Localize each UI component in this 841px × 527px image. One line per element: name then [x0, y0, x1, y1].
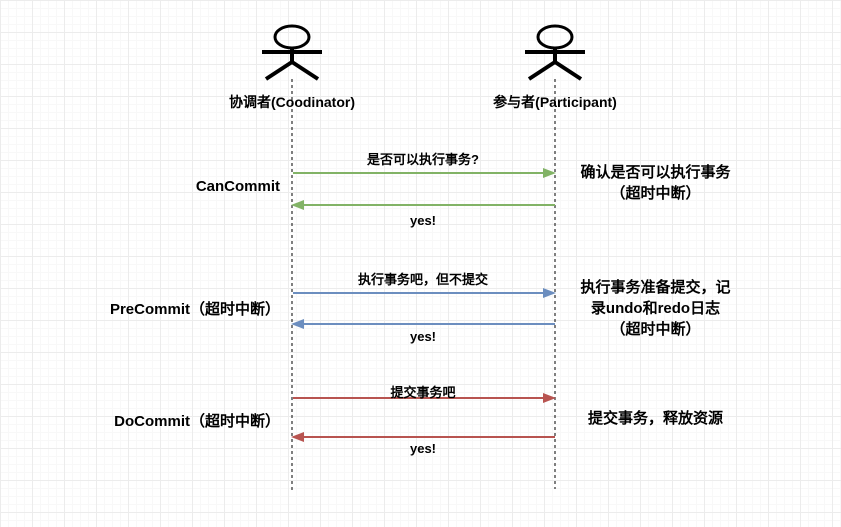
actor-coordinator-label: 协调者(Coodinator) — [229, 94, 355, 110]
docommit-request-arrow — [293, 393, 556, 403]
actor-participant-label: 参与者(Participant) — [493, 94, 617, 110]
phase-label-precommit: PreCommit（超时中断） — [109, 301, 280, 318]
actor-participant-icon — [525, 24, 585, 81]
docommit-request-label: 提交事务吧 — [390, 385, 456, 400]
cancommit-request-arrow — [293, 168, 556, 178]
cancommit-participant-note: 确认是否可以执行事务 （超时中断） — [580, 164, 731, 202]
precommit-request-arrow — [293, 288, 556, 298]
docommit-response-arrow — [291, 432, 555, 442]
cancommit-response-label: yes! — [409, 213, 437, 228]
actor-coordinator-icon — [262, 24, 322, 81]
precommit-response-arrow — [291, 319, 555, 329]
docommit-participant-note: 提交事务，释放资源 — [587, 410, 723, 427]
cancommit-response-arrow — [291, 200, 555, 210]
phase-label-cancommit: CanCommit — [195, 178, 280, 195]
precommit-request-label: 执行事务吧，但不提交 — [357, 272, 488, 287]
cancommit-request-label: 是否可以执行事务? — [367, 152, 479, 167]
precommit-response-label: yes! — [409, 329, 437, 344]
precommit-participant-note: 执行事务准备提交，记 录undo和redo日志 （超时中断） — [580, 279, 731, 338]
phase-label-docommit: DoCommit（超时中断） — [114, 413, 280, 430]
docommit-response-label: yes! — [409, 441, 437, 456]
